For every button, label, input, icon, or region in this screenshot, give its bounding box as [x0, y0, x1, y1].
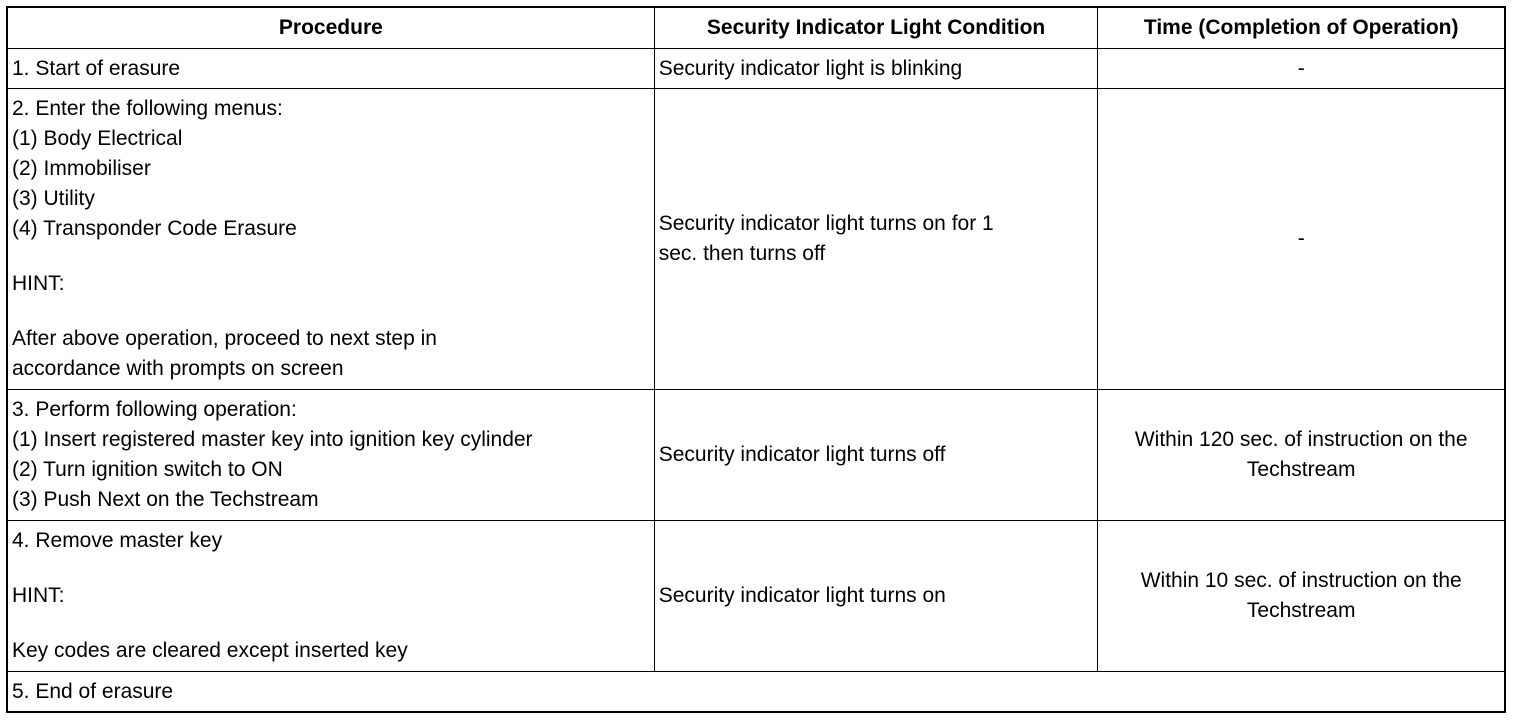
header-row: Procedure Security Indicator Light Condi… [6, 6, 1506, 49]
procedure-line: (3) Push Next on the Techstream [12, 488, 319, 511]
condition-cell: Security indicator light turns on for 1 … [653, 88, 1099, 390]
hint-label: HINT: [12, 272, 65, 295]
time-line: Techstream [1246, 599, 1356, 622]
procedure-line: 2. Enter the following menus: [12, 97, 283, 120]
procedure-line: 3. Perform following operation: [12, 398, 297, 421]
table-row: 4. Remove master key HINT: Key codes are… [6, 520, 1506, 672]
procedure-line: (2) Turn ignition switch to ON [12, 458, 283, 481]
procedure-cell: 5. End of erasure [6, 671, 1506, 713]
procedure-table: Procedure Security Indicator Light Condi… [6, 6, 1506, 713]
time-line: Within 120 sec. of instruction on the [1134, 428, 1468, 451]
procedure-line: (4) Transponder Code Erasure [12, 217, 297, 240]
table-row: 3. Perform following operation: (1) Inse… [6, 389, 1506, 521]
time-cell: Within 120 sec. of instruction on the Te… [1097, 389, 1506, 521]
hint-text: Key codes are cleared except inserted ke… [12, 639, 408, 662]
procedure-line: (1) Body Electrical [12, 127, 183, 150]
procedure-line: 4. Remove master key [12, 529, 223, 552]
time-line: Within 10 sec. of instruction on the [1140, 569, 1462, 592]
procedure-cell: 4. Remove master key HINT: Key codes are… [6, 520, 655, 672]
condition-line: Security indicator light turns on for 1 [658, 212, 994, 235]
time-line: Techstream [1246, 458, 1356, 481]
header-time: Time (Completion of Operation) [1097, 6, 1506, 49]
table-row: 2. Enter the following menus: (1) Body E… [6, 88, 1506, 390]
hint-label: HINT: [12, 584, 65, 607]
procedure-line: (2) Immobiliser [12, 157, 151, 180]
procedure-line: (1) Insert registered master key into ig… [12, 428, 533, 451]
hint-text: After above operation, proceed to next s… [12, 327, 437, 350]
procedure-cell: 1. Start of erasure [6, 48, 655, 89]
condition-cell: Security indicator light is blinking [653, 48, 1099, 89]
time-cell: - [1097, 48, 1506, 89]
table-row: 1. Start of erasure Security indicator l… [6, 48, 1506, 89]
procedure-cell: 2. Enter the following menus: (1) Body E… [6, 88, 655, 390]
table-row: 5. End of erasure [6, 671, 1506, 713]
condition-cell: Security indicator light turns off [653, 389, 1099, 521]
condition-line: sec. then turns off [658, 242, 826, 265]
header-condition: Security Indicator Light Condition [653, 6, 1099, 49]
header-procedure: Procedure [6, 6, 655, 49]
time-cell: - [1097, 88, 1506, 390]
procedure-cell: 3. Perform following operation: (1) Inse… [6, 389, 655, 521]
condition-cell: Security indicator light turns on [653, 520, 1099, 672]
time-cell: Within 10 sec. of instruction on the Tec… [1097, 520, 1506, 672]
procedure-line: (3) Utility [12, 187, 95, 210]
hint-text: accordance with prompts on screen [12, 357, 344, 380]
